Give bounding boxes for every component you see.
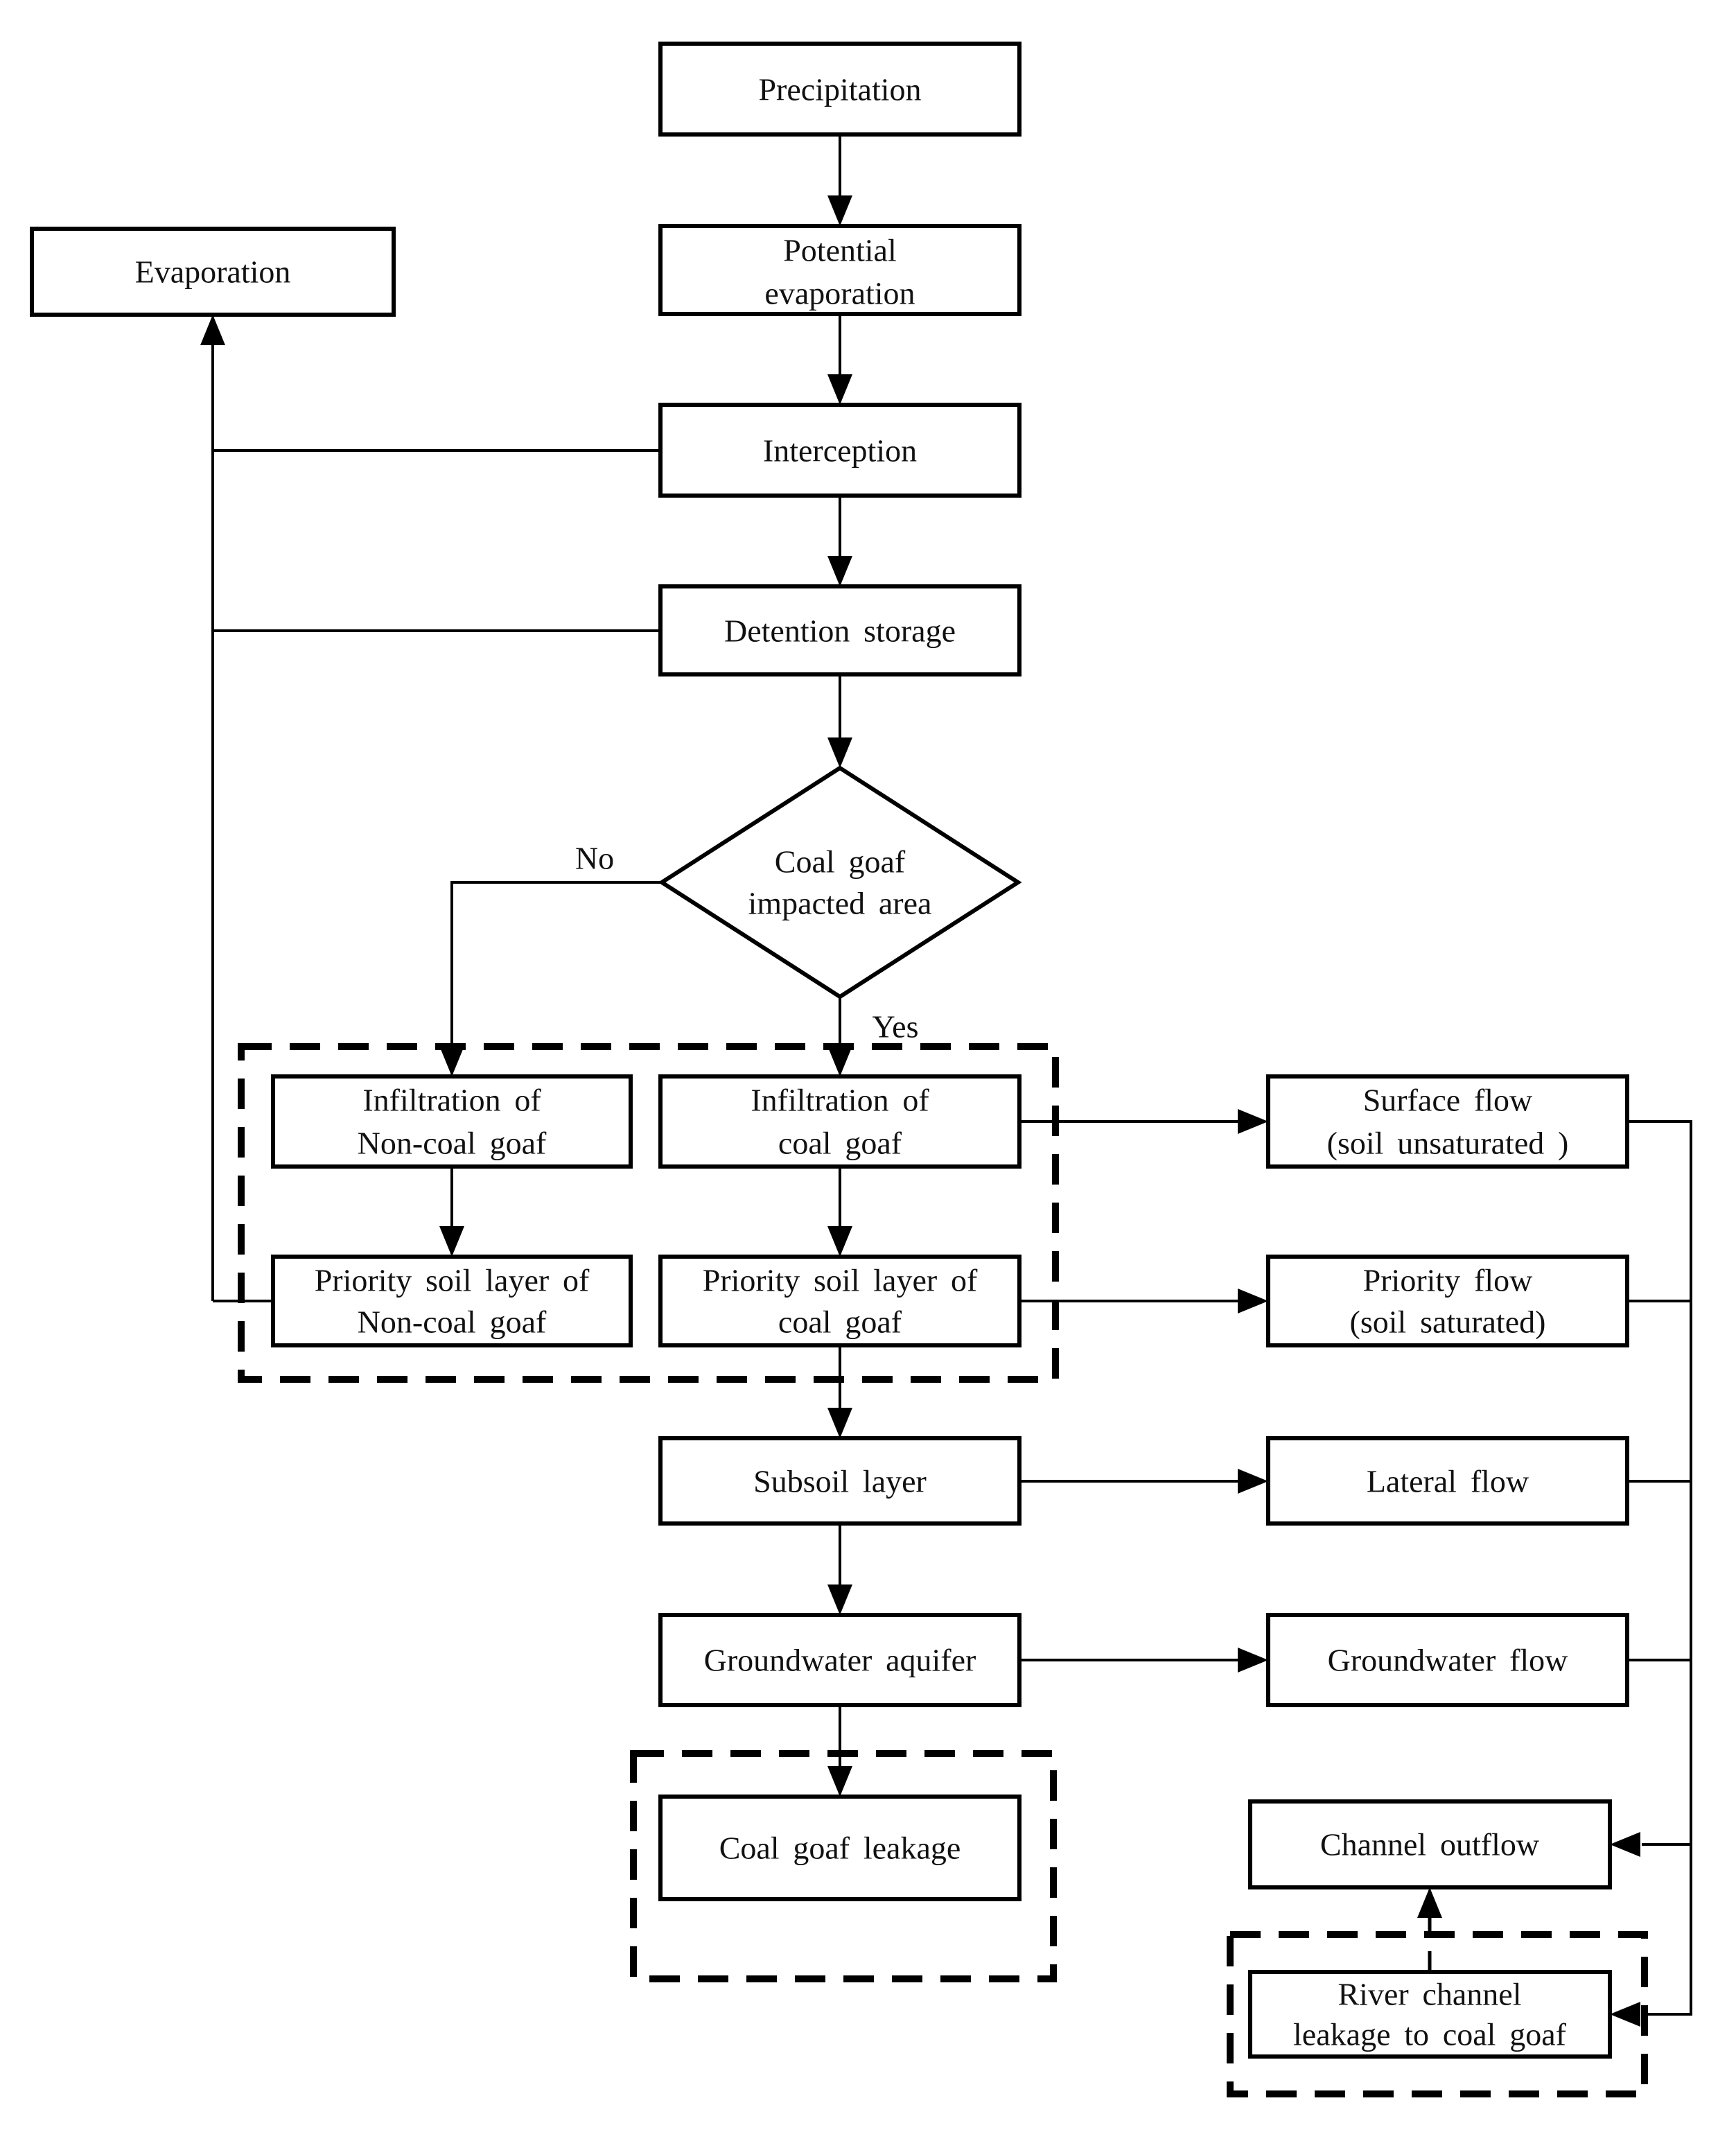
priority-soil-coal-box [658,1255,1022,1347]
surface-flow-label-line2: (soil unsaturated ) [1327,1126,1569,1161]
precipitation-box [658,42,1022,137]
evaporation-label: Evaporation [135,254,291,290]
channel-outflow-label: Channel outflow [1320,1827,1540,1862]
priority-flow-label-line2: (soil saturated) [1350,1304,1546,1340]
river-channel-leakage-label-line1: River channel [1338,1977,1521,2012]
edge-evaporation-trunk [211,317,660,1302]
dashed-group-infiltration-zone [238,1043,1059,1383]
arrowhead-left-icon [1610,1832,1640,1857]
arrowhead-up-icon [200,315,225,345]
infiltration-non-coal-goaf-box [271,1074,633,1169]
priority-flow-box [1266,1255,1629,1347]
infiltration-coal-goaf-box [658,1074,1022,1169]
node-potential-evaporation: Potential evaporation [658,224,1022,316]
arrowhead-right-icon [1238,1289,1268,1313]
river-channel-leakage-label-line2: leakage to coal goaf [1293,2017,1567,2052]
node-priority-soil-coal-goaf: Priority soil layer of coal goaf [658,1255,1022,1347]
arrowhead-down-icon [827,1226,852,1257]
dashed-group-coal-goaf-leakage [630,1750,1057,1982]
node-river-channel-leakage: River channel leakage to coal goaf [1248,1970,1612,2059]
infiltration-coal-label-line1: Infiltration of [751,1083,929,1118]
arrowhead-down-icon [827,374,852,405]
node-infiltration-coal-goaf: Infiltration of coal goaf [658,1074,1022,1169]
node-channel-outflow: Channel outflow [1248,1799,1612,1889]
infiltration-non-coal-label-line1: Infiltration of [362,1083,541,1118]
priority-soil-coal-label-line1: Priority soil layer of [703,1263,978,1298]
arrowhead-up-icon [1417,1887,1442,1918]
priority-soil-non-coal-label-line2: Non-coal goaf [358,1304,547,1340]
node-priority-soil-non-coal-goaf: Priority soil layer of Non-coal goaf [271,1255,633,1347]
arrowhead-right-icon [1238,1109,1268,1134]
node-groundwater-flow: Groundwater flow [1266,1613,1629,1707]
coal-goaf-leakage-label: Coal goaf leakage [719,1831,961,1866]
coal-goaf-leakage-box [658,1795,1022,1901]
edge-decision-no-branch [450,881,662,1074]
node-detention-storage: Detention storage [658,584,1022,676]
priority-soil-coal-label-line2: coal goaf [778,1304,902,1340]
evaporation-box [30,227,396,317]
arrowhead-down-icon [827,1584,852,1615]
edge-right-collector-trunk [1627,1120,1692,2016]
arrowhead-down-icon [439,1226,464,1257]
edge-label-yes: Yes [873,1009,919,1045]
infiltration-coal-label-line2: coal goaf [778,1126,902,1161]
arrowhead-down-icon [827,1046,852,1076]
edge-label-no: No [575,841,614,876]
node-evaporation: Evaporation [30,227,396,317]
potential-evaporation-label-line1: Potential [783,233,897,268]
detention-storage-label: Detention storage [724,613,956,649]
priority-soil-non-coal-label-line1: Priority soil layer of [315,1263,590,1298]
lateral-flow-box [1266,1436,1629,1526]
arrowhead-left-icon [1610,2002,1640,2027]
precipitation-label: Precipitation [758,72,921,107]
surface-flow-label-line1: Surface flow [1363,1083,1533,1118]
arrowhead-down-icon [827,195,852,226]
node-lateral-flow: Lateral flow [1266,1436,1629,1526]
subsoil-layer-label: Subsoil layer [753,1464,927,1499]
priority-soil-non-coal-box [271,1255,633,1347]
arrowhead-down-icon [439,1046,464,1076]
node-decision-coal-goaf-impacted-area: Coal goaf impacted area [658,765,1022,999]
groundwater-flow-label: Groundwater flow [1328,1643,1569,1678]
groundwater-flow-box [1266,1613,1629,1707]
decision-label-line1: Coal goaf [775,844,906,880]
potential-evaporation-box [658,224,1022,316]
detention-storage-box [658,584,1022,676]
node-coal-goaf-leakage: Coal goaf leakage [658,1795,1022,1901]
node-groundwater-aquifer: Groundwater aquifer [658,1613,1022,1707]
node-subsoil-layer: Subsoil layer [658,1436,1022,1526]
decision-diamond [658,765,1022,999]
arrowhead-down-icon [827,737,852,768]
arrowhead-right-icon [1238,1469,1268,1494]
interception-label: Interception [763,433,917,469]
arrowheads [200,195,1640,2027]
lateral-flow-label: Lateral flow [1367,1464,1529,1499]
surface-flow-box [1266,1074,1629,1169]
decision-label-line2: impacted area [748,886,932,921]
subsoil-layer-box [658,1436,1022,1526]
groundwater-aquifer-label: Groundwater aquifer [704,1643,976,1678]
priority-flow-label-line1: Priority flow [1363,1263,1533,1298]
arrowhead-down-icon [827,1408,852,1438]
arrowhead-down-icon [827,556,852,586]
infiltration-non-coal-label-line2: Non-coal goaf [358,1126,547,1161]
node-priority-flow: Priority flow (soil saturated) [1266,1255,1629,1347]
node-infiltration-non-coal-goaf: Infiltration of Non-coal goaf [271,1074,633,1169]
interception-box [658,403,1022,498]
node-precipitation: Precipitation [658,42,1022,137]
groundwater-aquifer-box [658,1613,1022,1707]
channel-outflow-box [1248,1799,1612,1889]
node-interception: Interception [658,403,1022,498]
arrowhead-down-icon [827,1766,852,1797]
dashed-group-river-channel-leakage [1227,1931,1648,2097]
arrowhead-right-icon [1238,1648,1268,1673]
river-channel-leakage-box [1248,1970,1612,2059]
node-surface-flow: Surface flow (soil unsaturated ) [1266,1074,1629,1169]
potential-evaporation-label-line2: evaporation [764,276,915,311]
